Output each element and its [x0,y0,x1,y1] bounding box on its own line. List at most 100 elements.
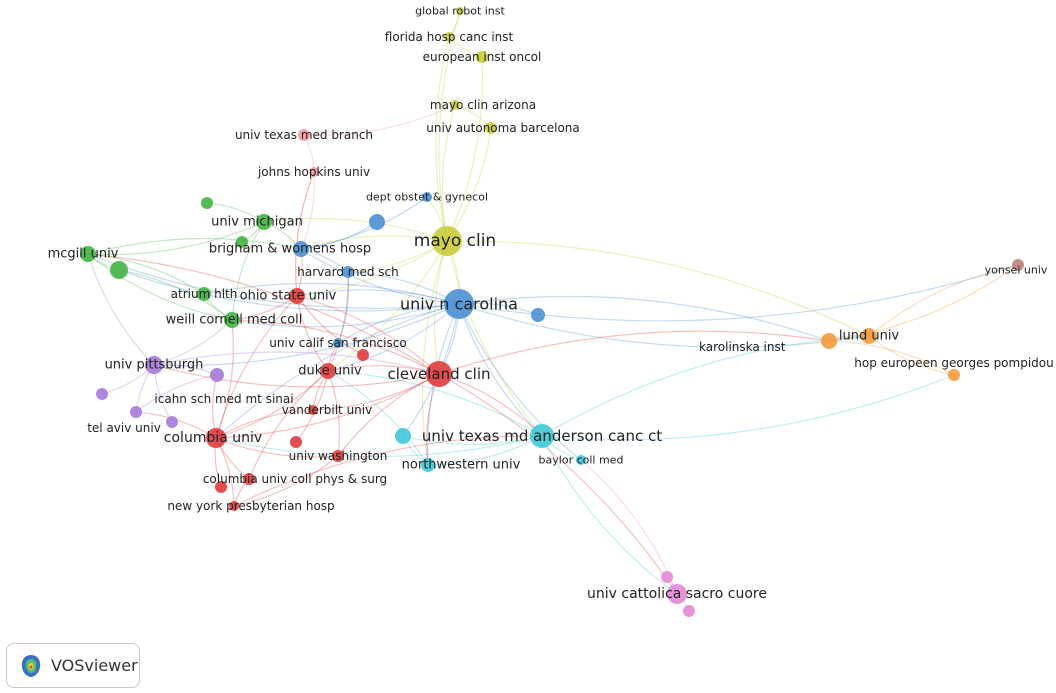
node-nyp[interactable] [229,501,239,511]
node-red-b[interactable] [290,436,302,448]
link-unc-green_c [118,269,460,312]
node-pompidou[interactable] [948,369,960,381]
link-unc-md_anderson [458,303,543,437]
label-icahn: icahn sch med mt sinai [154,392,293,406]
link-mcgill-michigan [87,221,265,256]
node-ohio[interactable] [289,288,305,304]
link-cleveland-uwash [337,373,440,457]
node-dept-obstet[interactable] [422,192,432,202]
node-pink-a[interactable] [661,571,673,583]
node-harvard[interactable] [342,266,354,278]
node-mayo-clin[interactable] [432,226,462,256]
label-duke: duke univ [298,364,362,379]
link-columbia-duke [215,370,329,439]
link-cleveland-cattolica [438,373,678,595]
node-blue-b[interactable] [531,308,545,322]
label-weill: weill cornell med coll [166,313,303,328]
node-green-b[interactable] [236,236,248,248]
label-global-robot: global robot inst [415,5,505,18]
link-ohio-jhu [295,171,315,297]
node-red-a[interactable] [357,349,369,361]
label-michigan: univ michigan [211,215,303,230]
node-mayo-arizona[interactable] [450,100,460,110]
link-mayo_clin-mayo_arizona [441,104,456,242]
link-jhu-brigham [300,171,315,250]
label-nyp: new york presbyterian hosp [167,499,334,513]
link-unc-ohio [296,289,460,305]
node-michigan[interactable] [256,214,272,230]
link-cleveland-columbia [215,373,440,439]
link-karolinska-pompidou [828,340,955,376]
node-columbia[interactable] [206,428,226,448]
node-purple-a[interactable] [96,388,108,400]
link-lund-pompidou [868,335,955,376]
link-cleveland-pittsburgh [153,364,440,388]
link-mayo_clin-brigham [300,235,448,250]
link-mayo_clin-ohio [296,240,448,297]
label-baylor: baylor coll med [539,454,624,467]
label-telaviv: tel aviv univ [87,421,161,435]
node-jhu[interactable] [309,167,319,177]
node-northwestern[interactable] [421,458,435,472]
node-mcgill[interactable] [80,246,96,262]
label-jhu: johns hopkins univ [257,165,370,179]
node-karolinska[interactable] [821,333,837,349]
node-weill[interactable] [224,312,240,328]
node-icahn[interactable] [210,368,224,382]
node-florida-hosp[interactable] [444,32,454,42]
node-duke[interactable] [320,363,336,379]
link-layer [87,10,1019,612]
link-mcgill-brigham [87,238,302,255]
node-vanderbilt[interactable] [308,405,318,415]
label-unc: univ n carolina [400,295,518,314]
link-utmb-mayo_arizona [303,104,456,136]
link-brigham-dept_obstet [300,196,428,250]
node-red-c[interactable] [215,481,227,493]
node-utmb[interactable] [298,129,310,141]
node-green-c[interactable] [110,261,128,279]
node-ucsf[interactable] [333,338,343,348]
link-mayo_clin-duke [327,240,448,372]
vosviewer-badge[interactable]: VOSviewer [6,643,140,688]
node-purple-b[interactable] [166,416,178,428]
node-blue-a[interactable] [369,214,385,230]
node-european-inst[interactable] [476,51,488,63]
node-atrium[interactable] [197,287,211,301]
node-autonoma[interactable] [485,122,497,134]
link-unc-atrium [203,282,460,305]
node-telaviv[interactable] [130,406,142,418]
label-european-inst: european inst oncol [423,50,542,64]
link-pittsburgh-mcgill [87,253,155,366]
link-duke-columbia_ps [248,370,329,480]
node-columbia-ps[interactable] [243,473,255,485]
node-pink-b[interactable] [683,605,695,617]
label-autonoma: univ autonoma barcelona [426,121,580,135]
link-northwestern-duke [327,370,429,466]
node-cyan-a[interactable] [395,428,411,444]
link-cleveland-mcgill [87,253,440,375]
node-md-anderson[interactable] [530,424,554,448]
node-cattolica[interactable] [667,584,687,604]
link-unc-weill [231,303,460,328]
link-mayo_clin-michigan [263,217,448,242]
node-layer [80,7,1024,617]
link-md_anderson-cattolica [541,435,678,595]
label-lund: lund univ [839,329,900,344]
node-baylor[interactable] [576,455,586,465]
node-pittsburgh[interactable] [145,356,163,374]
node-lund[interactable] [861,328,877,344]
node-cleveland[interactable] [426,361,452,387]
node-yonsei[interactable] [1012,259,1024,271]
link-karolinska-yonsei [828,264,1019,342]
label-yonsei: yonsei univ [985,264,1048,277]
node-brigham[interactable] [293,241,309,257]
node-global-robot[interactable] [456,7,464,15]
link-mayo_clin-md_anderson [446,240,543,437]
node-uwash[interactable] [332,450,344,462]
node-green-a[interactable] [201,197,213,209]
link-mayo_clin-autonoma [446,127,492,242]
label-mcgill: mcgill univ [48,247,119,262]
node-unc[interactable] [444,289,474,319]
link-mayo_clin-northwestern [421,240,448,466]
